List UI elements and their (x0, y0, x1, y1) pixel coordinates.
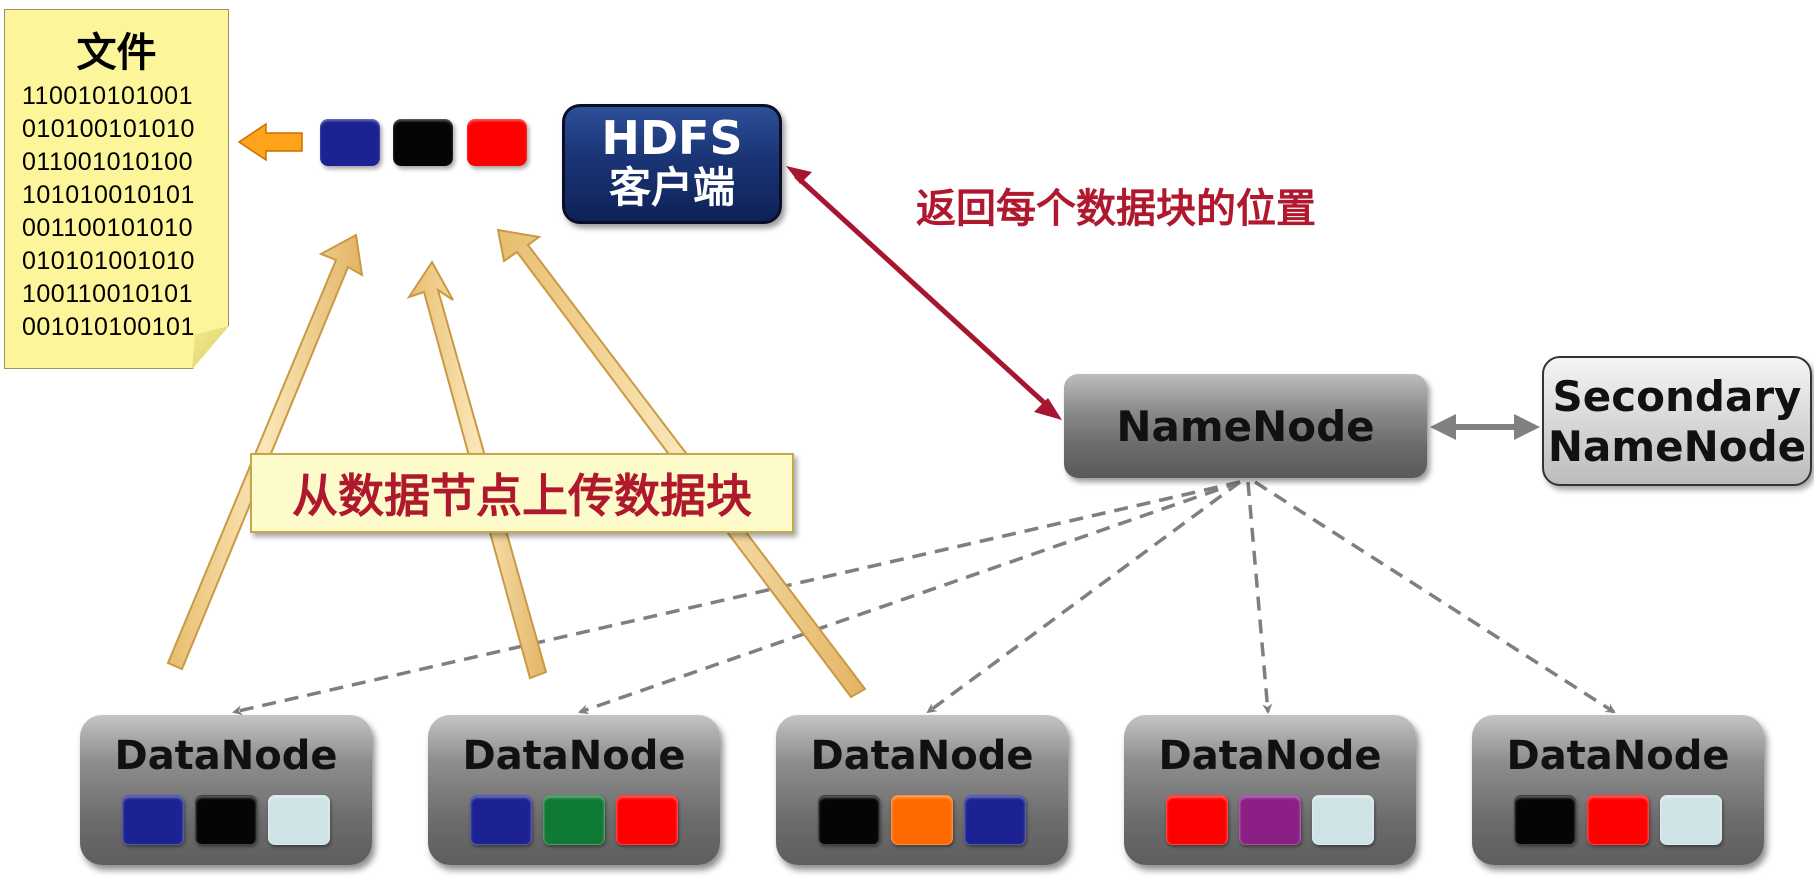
datanode-4: DataNode (1124, 715, 1416, 865)
secondary-namenode-line2: NameNode (1547, 422, 1807, 471)
datanode-block (195, 795, 257, 845)
client-block-3 (467, 119, 527, 166)
datanode-label: DataNode (114, 733, 338, 779)
datanode-label: DataNode (462, 733, 686, 779)
hdfs-client-node: HDFS 客户端 (562, 104, 782, 224)
upload-blocks-label: 从数据节点上传数据块 (250, 453, 794, 533)
hdfs-client-subtitle: 客户端 (608, 163, 735, 212)
file-title: 文件 (76, 30, 157, 76)
namenode-link-datanode-4 (1246, 481, 1273, 714)
namenode-link-datanode-1 (232, 480, 1241, 716)
client-block-1 (320, 119, 380, 166)
datanode-block (543, 795, 605, 845)
datanode-block (891, 795, 953, 845)
namenode-secondary-arrow (1430, 414, 1540, 440)
file-line: 001010100101 (22, 313, 195, 341)
datanode-label: DataNode (1506, 733, 1730, 779)
client-block-2 (393, 119, 453, 166)
file-line: 101010010101 (22, 181, 195, 209)
namenode-node: NameNode (1064, 374, 1427, 478)
client-namenode-arrow (786, 166, 1062, 420)
secondary-namenode-node: Secondary NameNode (1542, 356, 1812, 486)
datanode-2: DataNode (428, 715, 720, 865)
namenode-label: NameNode (1116, 401, 1375, 451)
datanode-5: DataNode (1472, 715, 1764, 865)
datanode-block (964, 795, 1026, 845)
datanode-block (470, 795, 532, 845)
datanode-block (268, 795, 330, 845)
file-line: 010101001010 (22, 247, 195, 275)
orange-arrow-to-file (237, 122, 303, 162)
datanode-block (122, 795, 184, 845)
datanode-block (1312, 795, 1374, 845)
datanode-block (1660, 795, 1722, 845)
namenode-link-datanode-5 (1254, 480, 1616, 714)
return-block-locations-label: 返回每个数据块的位置 (916, 186, 1316, 232)
secondary-namenode-line1: Secondary (1552, 372, 1802, 421)
file-line: 010100101010 (22, 115, 195, 143)
upload-arrow-1 (166, 233, 364, 671)
file-line: 011001010100 (22, 148, 193, 176)
file-binary-lines: 110010101001 010100101010 011001010100 1… (22, 80, 195, 344)
namenode-datanode-links (232, 480, 1616, 716)
datanode-1: DataNode (80, 715, 372, 865)
file-document: 文件 110010101001 010100101010 01100101010… (4, 9, 229, 369)
datanode-label: DataNode (810, 733, 1034, 779)
file-line: 001100101010 (22, 214, 193, 242)
datanode-block (1587, 795, 1649, 845)
datanode-block (1514, 795, 1576, 845)
file-line: 110010101001 (22, 82, 193, 110)
datanode-block (1239, 795, 1301, 845)
datanode-block (1166, 795, 1228, 845)
datanode-label: DataNode (1158, 733, 1382, 779)
namenode-link-datanode-2 (578, 480, 1241, 715)
file-line: 100110010101 (22, 280, 193, 308)
namenode-link-datanode-3 (926, 480, 1242, 714)
datanode-3: DataNode (776, 715, 1068, 865)
datanode-block (818, 795, 880, 845)
datanode-block (616, 795, 678, 845)
hdfs-client-title: HDFS (601, 111, 743, 165)
